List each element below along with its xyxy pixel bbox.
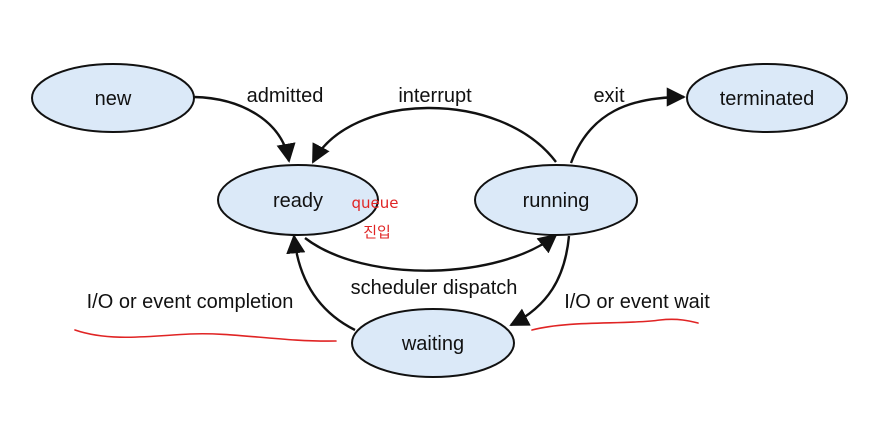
label-io-event-wait: I/O or event wait xyxy=(564,291,710,313)
edge-admitted xyxy=(193,95,296,163)
label-io-event-completion: I/O or event completion xyxy=(87,291,294,313)
handwritten-note-entry: 진입 xyxy=(363,223,391,241)
edge-scheduler-dispatch xyxy=(304,233,558,272)
state-running-label: running xyxy=(523,190,590,212)
handwritten-underline-right xyxy=(531,318,699,331)
edge-interrupt xyxy=(311,106,557,164)
state-running: running xyxy=(474,164,638,236)
state-waiting-label: waiting xyxy=(401,333,464,355)
state-new: new xyxy=(31,63,195,133)
edge-exit xyxy=(569,87,686,164)
label-exit: exit xyxy=(593,85,625,107)
state-terminated: terminated xyxy=(686,63,848,133)
label-interrupt: interrupt xyxy=(398,85,472,107)
edge-io-event-completion xyxy=(286,234,356,332)
state-terminated-label: terminated xyxy=(720,88,815,110)
state-ready: ready xyxy=(217,164,379,236)
state-waiting: waiting xyxy=(351,308,515,378)
label-admitted: admitted xyxy=(247,85,324,107)
handwritten-underline-left xyxy=(74,329,337,342)
state-ready-label: ready xyxy=(273,190,323,212)
label-scheduler-dispatch: scheduler dispatch xyxy=(351,277,518,299)
edge-io-event-wait xyxy=(509,235,571,327)
state-new-label: new xyxy=(95,88,132,110)
handwritten-note-queue: queue xyxy=(352,194,399,212)
